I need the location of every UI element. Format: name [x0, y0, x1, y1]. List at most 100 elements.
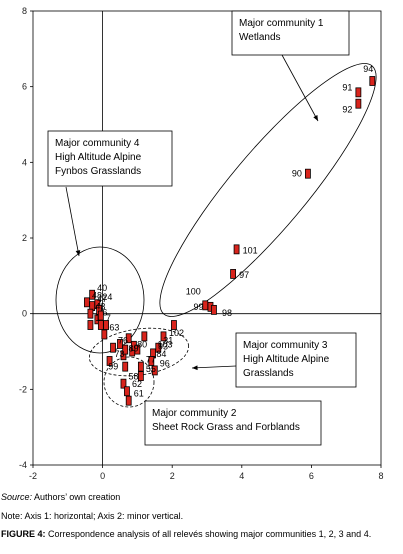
data-point: [148, 356, 155, 366]
community-3-box-text: Grasslands: [243, 368, 294, 379]
data-point: [110, 342, 116, 353]
point-label: 94: [363, 64, 373, 74]
point-label: 43: [95, 302, 105, 312]
point-label: 63: [109, 322, 119, 332]
data-points: [84, 76, 376, 406]
community-1-box-text: Major community 1: [239, 18, 324, 29]
community-2-box: [144, 400, 322, 446]
point-label: 103: [158, 339, 173, 349]
x-tick-label: 4: [239, 471, 244, 481]
y-tick-label: 0: [22, 309, 27, 319]
point-label: 61: [134, 389, 144, 399]
point-label: 1: [95, 313, 100, 323]
y-tick-label: -2: [19, 384, 27, 394]
data-point: [137, 371, 144, 381]
figure-label: FIGURE 4:: [1, 529, 46, 539]
point-label: 58: [128, 372, 138, 382]
point-label: 47: [97, 294, 107, 304]
data-point: [233, 244, 240, 255]
point-label: 99: [108, 362, 118, 372]
point-label: 102: [169, 328, 184, 338]
point-label: 92: [342, 105, 352, 115]
y-tick-label: 4: [22, 157, 27, 167]
point-labels: 9491929010197100999810210340484724431676…: [92, 64, 373, 399]
data-point: [125, 395, 132, 406]
point-label: 90: [292, 169, 302, 179]
community-4-arrow-head: [75, 250, 81, 256]
point-label: 24: [102, 292, 112, 302]
community-4-arrow: [65, 186, 80, 257]
point-label: 73: [115, 349, 125, 359]
y-tick-label: 6: [22, 82, 27, 92]
x-tick-label: 0: [100, 471, 105, 481]
data-point: [103, 320, 109, 330]
axis-note: Note: Axis 1: horizontal; Axis 2: minor …: [1, 511, 184, 521]
data-point: [355, 87, 362, 98]
source-line: Source: Authors’ own creation: [1, 492, 401, 503]
data-point: [122, 361, 129, 372]
data-point: [171, 320, 177, 330]
data-point: [230, 269, 237, 279]
data-point: [101, 329, 108, 340]
community-1-box-text: Wetlands: [239, 32, 281, 43]
figure-text: Correspondence analysis of all relevés s…: [48, 529, 372, 539]
x-tick-label: 2: [170, 471, 175, 481]
data-point: [134, 344, 141, 355]
data-point: [89, 289, 96, 300]
point-label: 6: [102, 307, 107, 317]
data-point: [369, 76, 376, 86]
data-point: [125, 333, 132, 344]
point-label: 84: [156, 349, 166, 359]
data-point: [84, 297, 90, 308]
community-3-arrow: [191, 365, 237, 369]
data-point: [155, 342, 162, 353]
community-ellipses: [55, 63, 377, 408]
data-point: [355, 98, 362, 109]
data-point: [305, 168, 311, 179]
y-tick-label: 8: [22, 6, 27, 16]
point-label: 91: [342, 82, 352, 92]
figure-caption: FIGURE 4: Correspondence analysis of all…: [1, 529, 401, 540]
community-4-box-text: Fynbos Grasslands: [55, 166, 141, 177]
data-point: [151, 365, 158, 376]
annotation-arrows: [65, 54, 319, 371]
point-label: 93: [158, 341, 168, 351]
point-label: 7: [106, 313, 111, 323]
source-label: Source:: [1, 492, 33, 502]
point-label: 55: [146, 364, 156, 374]
source-text: Authors’ own creation: [34, 492, 121, 502]
point-label: 98: [222, 308, 232, 318]
community-1-ellipse: [159, 63, 377, 317]
point-label: 40: [97, 283, 107, 293]
data-point: [120, 378, 127, 389]
community-4-ellipse: [55, 246, 145, 354]
point-label: 62: [132, 379, 142, 389]
x-tick-label: 8: [378, 471, 383, 481]
data-point: [87, 308, 94, 319]
community-1-arrow-head: [313, 115, 318, 121]
data-point: [124, 386, 130, 397]
point-label: 77: [146, 355, 156, 365]
point-label: 31: [163, 336, 173, 346]
community-1-box: [231, 10, 350, 56]
community-3-box-text: Major community 3: [243, 340, 328, 351]
community-1-arrow: [281, 54, 319, 122]
community-2-box-text: Major community 2: [152, 408, 237, 419]
y-tick-label: 2: [22, 233, 27, 243]
point-label: 48: [92, 290, 102, 300]
community-3-box: [235, 332, 357, 388]
data-point: [202, 300, 209, 311]
data-point: [122, 344, 129, 355]
data-point: [97, 310, 104, 321]
point-label: 96: [160, 358, 170, 368]
community-3-ellipse: [88, 327, 190, 377]
community-3-arrow-head: [192, 365, 198, 371]
point-label: 99: [193, 302, 203, 312]
data-point: [141, 331, 148, 342]
data-point: [137, 361, 144, 372]
point-label: 100: [186, 286, 201, 296]
community-4-box-text: High Altitude Alpine: [55, 152, 142, 163]
